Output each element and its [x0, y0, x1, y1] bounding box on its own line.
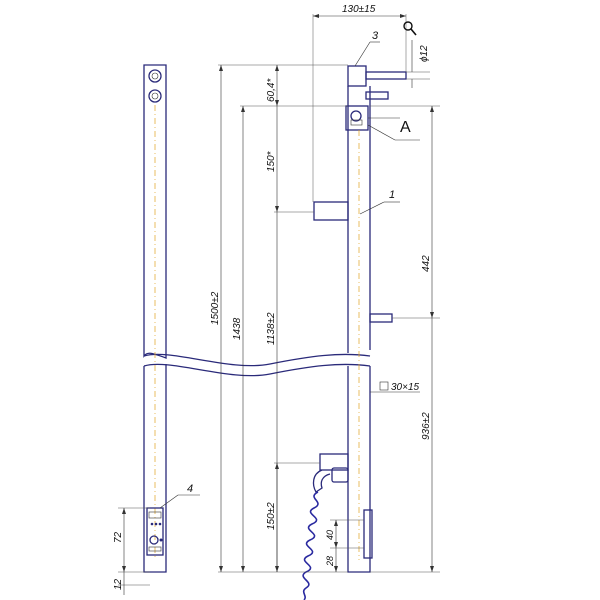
top-pipe: [365, 71, 407, 80]
dim-top-offset: 60,4*: [266, 78, 277, 102]
dim-bottom-bracket: 150±2: [266, 502, 277, 530]
cable-gland: [312, 469, 331, 493]
power-button-icon: [149, 535, 159, 545]
middle-bar-stub: [313, 201, 349, 221]
dim-profile-section: 30×15: [391, 382, 420, 393]
left-dimensions: 72 12: [113, 507, 150, 595]
dim-cable-gap: 28: [325, 556, 335, 567]
magnifier-icon: [403, 21, 417, 36]
control-panel: [146, 507, 164, 556]
dim-base-offset: 12: [113, 578, 124, 590]
dim-lower-span: 936±2: [421, 412, 432, 440]
vertical-dimensions: 1500±2 1438 60,4* 150* 1138±2 150±2 442 …: [210, 64, 440, 573]
second-pipe: [365, 91, 389, 100]
right-profile-view: A 1 3 30×15: [302, 30, 420, 600]
top-bracket-block: [347, 65, 367, 87]
dim-overall-height: 1500±2: [210, 291, 221, 325]
left-profile-view: 4: [143, 64, 371, 573]
view-a-ring-icon: [350, 110, 362, 122]
indicator-led-1: [150, 522, 154, 526]
side-thermostat: [363, 509, 373, 559]
indicator-led-2: [154, 522, 158, 526]
callout-view-a: A: [400, 119, 411, 136]
left-break-line: [143, 353, 371, 367]
indicator-led-3: [158, 522, 162, 526]
dim-panel-height: 72: [113, 531, 124, 543]
dim-right-span: 442: [421, 255, 432, 272]
dim-bracket-offset: 130±15: [342, 4, 376, 15]
dim-pipe-diameter: ϕ12: [419, 45, 430, 62]
view-a-box: [345, 105, 369, 131]
lower-pipe: [369, 313, 393, 323]
callout-1: 1: [389, 189, 395, 201]
dim-first-bar: 150*: [266, 150, 277, 172]
left-top-hole-2: [148, 89, 162, 103]
bottom-bracket: [319, 453, 349, 471]
callout-3: 3: [372, 30, 379, 42]
top-dimensions: 130±15 ϕ12: [312, 4, 430, 202]
left-break-line-lower: [143, 363, 371, 377]
callout-4: 4: [187, 483, 193, 495]
dim-cable-offset: 40: [325, 530, 335, 540]
left-profile-lower: [143, 364, 167, 573]
spiral-cable: [302, 491, 319, 600]
dim-mid-height: 1438: [232, 317, 243, 340]
square-section-icon: [379, 381, 389, 391]
dim-bar-span: 1138±2: [266, 312, 277, 345]
left-top-hole-1: [148, 69, 162, 83]
